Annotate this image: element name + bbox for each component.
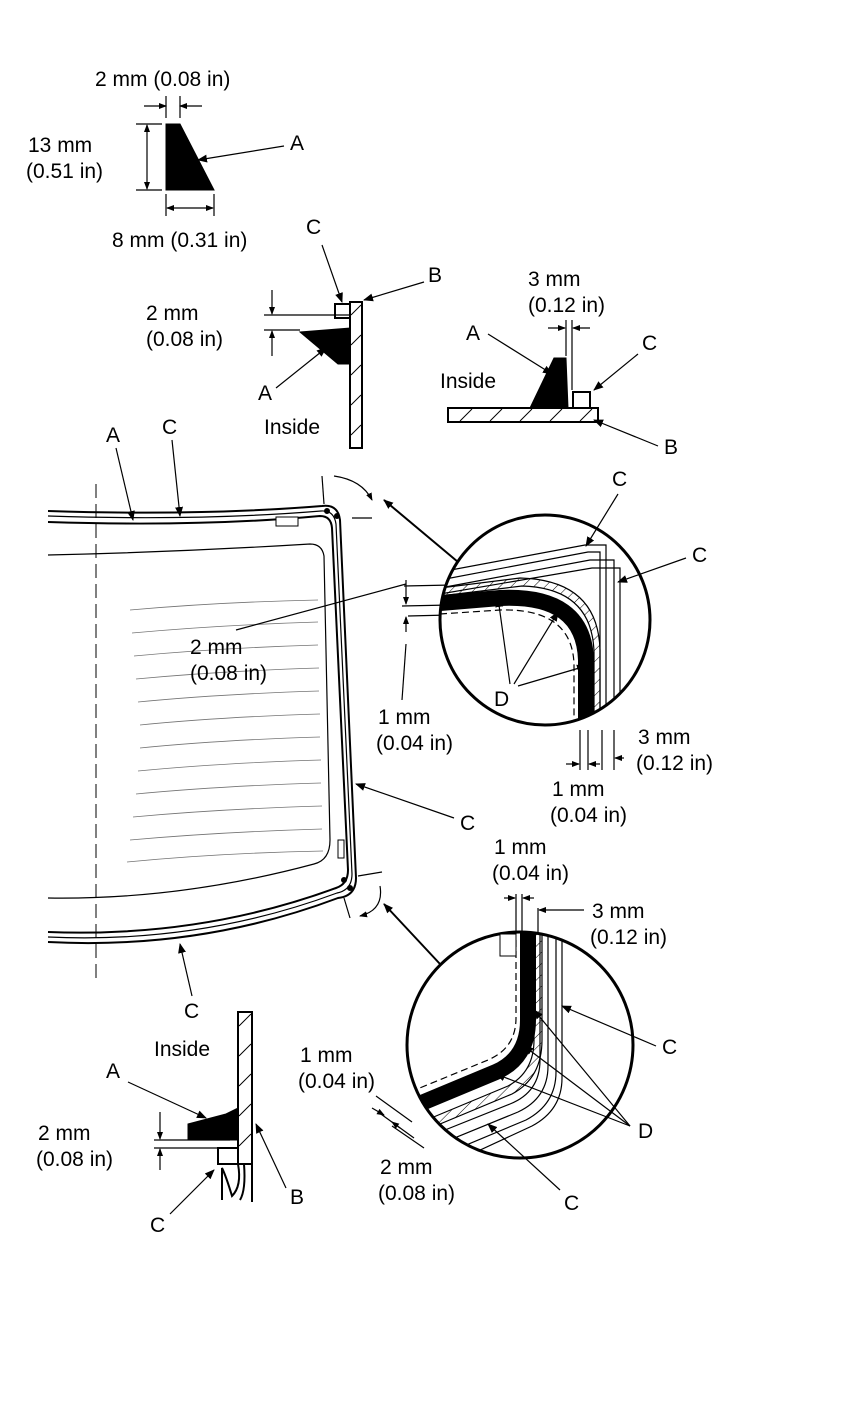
label-c: C xyxy=(306,216,321,239)
label-d: D xyxy=(638,1120,653,1143)
adhesive-bead xyxy=(440,589,594,725)
dim-2mm-label: 2 mm xyxy=(190,636,243,659)
label-d: D xyxy=(494,688,509,711)
label-c: C xyxy=(642,332,657,355)
dim-bead-width-top: 2 mm (0.08 in) xyxy=(95,68,230,91)
dim-012in-label: (0.12 in) xyxy=(636,752,713,775)
label-b: B xyxy=(664,436,678,459)
adhesive-bead xyxy=(407,932,536,1120)
lower-corner-magnified-detail: 1 mm (0.04 in) 3 mm (0.12 in) 1 mm (0.04… xyxy=(298,836,677,1215)
dim-bead-base: 8 mm (0.31 in) xyxy=(112,229,247,252)
label-a: A xyxy=(290,132,304,155)
dim-2mm-label: 2 mm xyxy=(380,1156,433,1179)
dim-1mm-label: 1 mm xyxy=(300,1044,353,1067)
dim-bead-height-in: (0.51 in) xyxy=(26,160,103,183)
dim-1mm-label: 1 mm xyxy=(378,706,431,729)
bead-profile-detail: 2 mm (0.08 in) 13 mm (0.51 in) 8 mm (0.3… xyxy=(26,68,304,252)
label-inside: Inside xyxy=(264,416,320,439)
dim-3mm-label: 3 mm xyxy=(638,726,691,749)
label-c: C xyxy=(150,1214,165,1237)
horizontal-frame-section: 3 mm (0.12 in) A Inside C B xyxy=(440,268,678,459)
dim-2mm-label: 2 mm xyxy=(38,1122,91,1145)
label-b: B xyxy=(290,1186,304,1209)
dim-004in-label: (0.04 in) xyxy=(298,1070,375,1093)
dim-1mm-label: 1 mm xyxy=(552,778,605,801)
label-c: C xyxy=(612,468,627,491)
dim-offset-in: (0.12 in) xyxy=(528,294,605,317)
adhesive-bead xyxy=(298,327,351,365)
label-a: A xyxy=(258,382,272,405)
dim-004in-label: (0.04 in) xyxy=(492,862,569,885)
dim-gap-mm: 2 mm xyxy=(146,302,199,325)
dim-1mm-label: 1 mm xyxy=(494,836,547,859)
adhesive-bead xyxy=(187,1107,239,1141)
dim-008in-label: (0.08 in) xyxy=(36,1148,113,1171)
dim-004in-label: (0.04 in) xyxy=(550,804,627,827)
vertical-frame-section: 2 mm (0.08 in) C B A Inside xyxy=(146,216,442,449)
label-a: A xyxy=(106,424,120,447)
label-a: A xyxy=(466,322,480,345)
dim-offset-mm: 3 mm xyxy=(528,268,581,291)
label-inside: Inside xyxy=(154,1038,210,1061)
dim-3mm-label: 3 mm xyxy=(592,900,645,923)
bottom-frame-section: 2 mm (0.08 in) Inside A C B xyxy=(36,1011,304,1237)
label-c: C xyxy=(162,416,177,439)
label-c: C xyxy=(564,1192,579,1215)
dim-bead-height-mm: 13 mm xyxy=(28,134,92,157)
label-b: B xyxy=(428,264,442,287)
adhesive-bead xyxy=(529,357,569,409)
dim-012in-label: (0.12 in) xyxy=(590,926,667,949)
label-c: C xyxy=(692,544,707,567)
dim-008in-label: (0.08 in) xyxy=(190,662,267,685)
label-a: A xyxy=(106,1060,120,1083)
label-c: C xyxy=(460,812,475,835)
dim-004in-label: (0.04 in) xyxy=(376,732,453,755)
upper-corner-magnified-detail: 3 mm (0.12 in) 1 mm (0.04 in) C C D xyxy=(383,468,713,827)
windshield-main-view: A C C C 2 mm (0.08 in) 1 mm (0.04 in) xyxy=(47,416,501,1023)
label-c: C xyxy=(184,1000,199,1023)
adhesive-bead-profile xyxy=(165,123,215,191)
label-inside: Inside xyxy=(440,370,496,393)
label-c: C xyxy=(662,1036,677,1059)
dim-008in-label: (0.08 in) xyxy=(378,1182,455,1205)
dim-gap-in: (0.08 in) xyxy=(146,328,223,351)
